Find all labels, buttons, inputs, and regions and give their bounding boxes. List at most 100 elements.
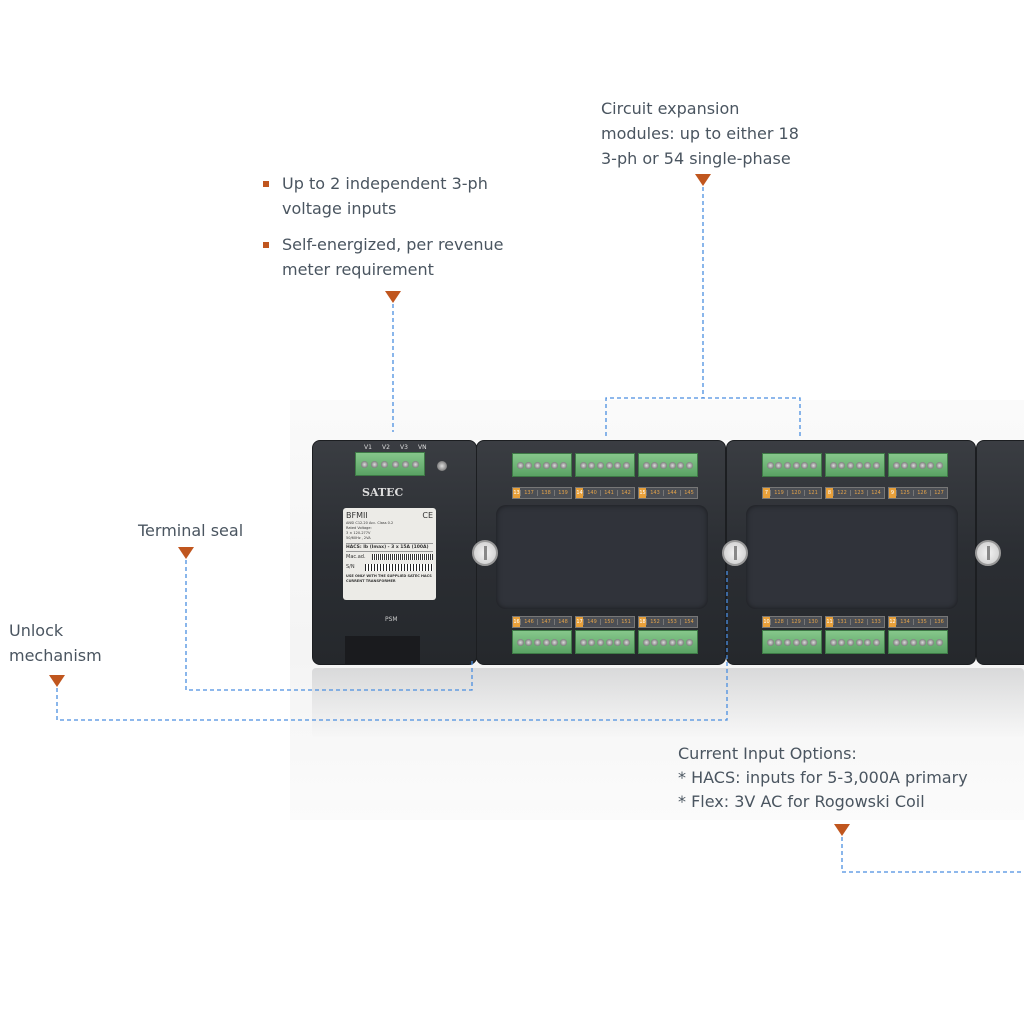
warning-text: USE ONLY WITH THE SUPPLIED SATEC HACS CU… <box>346 574 432 583</box>
channel-number: 123 <box>850 490 867 496</box>
circuit-index: 13 <box>513 488 520 498</box>
expansion-leader-line <box>605 187 801 436</box>
channel-number: 134 <box>896 619 913 625</box>
channel-number: 150 <box>600 619 617 625</box>
voltage-bullet-2: Self-energized, per revenue meter requir… <box>282 235 504 279</box>
current-terminal-block <box>762 630 822 654</box>
current-leader-line <box>841 837 1024 873</box>
sn-label: S/N <box>346 564 355 570</box>
circuit-index: 10 <box>763 617 770 627</box>
unlock-knob[interactable] <box>975 540 1001 566</box>
pointer-triangle-icon <box>178 547 194 559</box>
channel-number: 154 <box>680 619 697 625</box>
circuit-index: 12 <box>889 617 896 627</box>
terminal-label: V2 <box>382 444 390 451</box>
satec-logo: SATEC <box>362 486 404 499</box>
unlock-knob[interactable] <box>472 540 498 566</box>
model-name: BFMII <box>346 511 368 520</box>
pointer-triangle-icon <box>834 824 850 836</box>
channel-number: 144 <box>663 490 680 496</box>
current-terminal-block <box>825 453 885 477</box>
unlock-knob[interactable] <box>722 540 748 566</box>
channel-number: 126 <box>913 490 930 496</box>
device-reflection <box>312 668 1024 738</box>
circuit-index: 7 <box>763 488 770 498</box>
channel-number: 132 <box>850 619 867 625</box>
channel-number: 153 <box>663 619 680 625</box>
bullet-icon <box>263 242 269 248</box>
circuit-index: 11 <box>826 617 833 627</box>
circuit-index: 14 <box>576 488 583 498</box>
channel-number: 119 <box>770 490 787 496</box>
expansion-callout: Circuit expansion modules: up to either … <box>601 99 799 168</box>
channel-number: 124 <box>867 490 884 496</box>
bullet-icon <box>263 181 269 187</box>
channel-number: 141 <box>600 490 617 496</box>
current-terminal-block <box>575 453 635 477</box>
channel-number: 152 <box>646 619 663 625</box>
current-terminal-block <box>762 453 822 477</box>
current-terminal-block <box>638 630 698 654</box>
channel-number: 139 <box>554 490 571 496</box>
circuit-index: 17 <box>576 617 583 627</box>
channel-number: 128 <box>770 619 787 625</box>
current-terminal-block <box>888 453 948 477</box>
current-terminal-block <box>512 453 572 477</box>
device-label: BFMII CE ANSI C12.20 Acc. Class 0.2 Rated… <box>343 508 436 600</box>
channel-number: 140 <box>583 490 600 496</box>
channel-number: 145 <box>680 490 697 496</box>
circuit-index: 16 <box>513 617 520 627</box>
barcode <box>371 554 433 560</box>
circuit-index: 8 <box>826 488 833 498</box>
channel-number: 125 <box>896 490 913 496</box>
channel-number: 127 <box>930 490 947 496</box>
current-line-2: * Flex: 3V AC for Rogowski Coil <box>678 792 925 811</box>
spec-line: Rated Voltage: <box>346 526 372 530</box>
channel-number: 149 <box>583 619 600 625</box>
pointer-triangle-icon <box>385 291 401 303</box>
current-terminal-block <box>825 630 885 654</box>
channel-number: 151 <box>617 619 634 625</box>
terminal-seal-callout: Terminal seal <box>138 521 244 540</box>
circuit-index: 15 <box>639 488 646 498</box>
spec-line: ANSI C12.20 Acc. Class 0.2 <box>346 521 394 525</box>
hacs-rating: HACS: Ib (Imax) - 3 x 15A (100A) <box>346 543 433 552</box>
channel-number: 143 <box>646 490 663 496</box>
voltage-terminal-block <box>355 452 425 476</box>
channel-number: 121 <box>804 490 821 496</box>
channel-number: 131 <box>833 619 850 625</box>
pointer-triangle-icon <box>49 675 65 687</box>
module-name: PSM <box>385 616 398 623</box>
channel-number: 137 <box>520 490 537 496</box>
circuit-index: 9 <box>889 488 896 498</box>
current-title: Current Input Options: <box>678 744 857 763</box>
channel-number: 138 <box>537 490 554 496</box>
current-terminal-block <box>638 453 698 477</box>
channel-number: 133 <box>867 619 884 625</box>
voltage-bullet-1: Up to 2 independent 3-ph voltage inputs <box>282 174 488 218</box>
pointer-triangle-icon <box>695 174 711 186</box>
ground-screw-icon <box>437 461 447 471</box>
mac-label: Mac.ad. <box>346 554 366 560</box>
spec-line: 50/60Hz , 2VA <box>346 536 371 540</box>
terminal-label: VN <box>418 444 427 451</box>
ce-mark: CE <box>422 511 433 520</box>
current-terminal-block <box>888 630 948 654</box>
barcode <box>364 564 433 571</box>
circuit-index: 18 <box>639 617 646 627</box>
channel-number: 130 <box>804 619 821 625</box>
channel-number: 148 <box>554 619 571 625</box>
channel-number: 120 <box>787 490 804 496</box>
channel-number: 142 <box>617 490 634 496</box>
current-terminal-block <box>512 630 572 654</box>
